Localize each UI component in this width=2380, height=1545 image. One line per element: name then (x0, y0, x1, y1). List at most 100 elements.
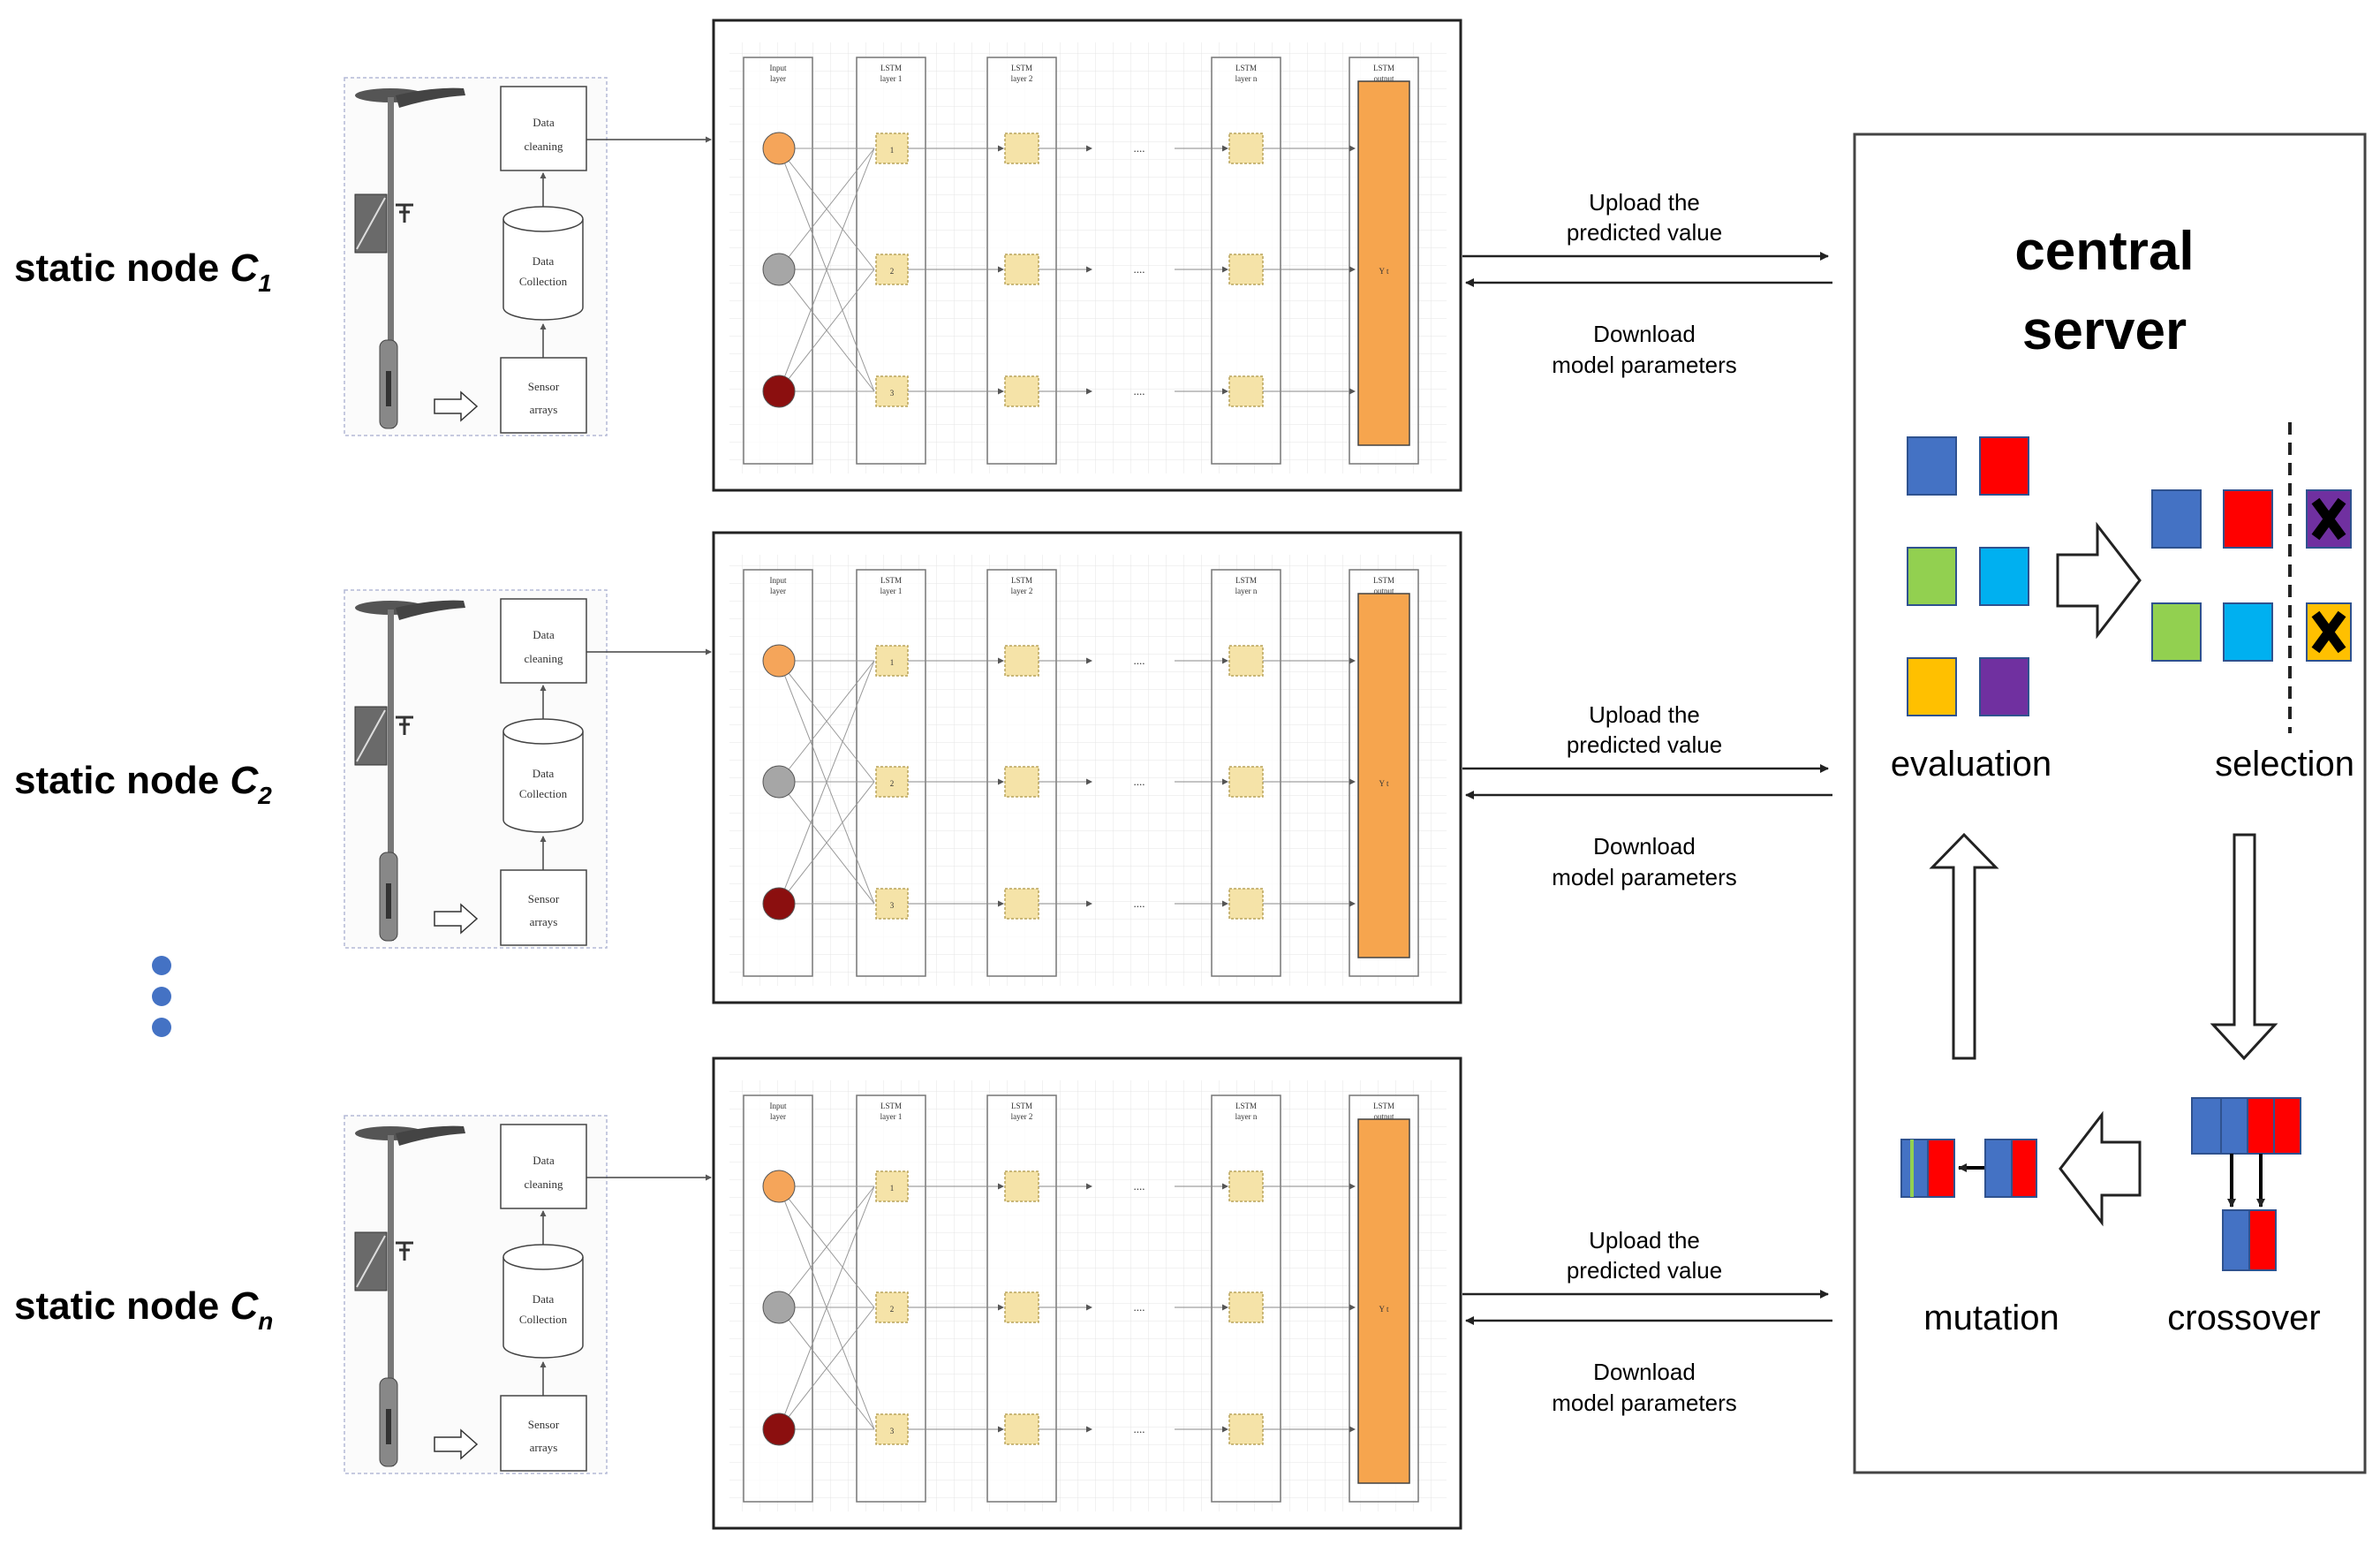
static-node-row-3: static node CnDatacleaningDataCollection… (14, 1057, 1832, 1530)
lstm-cell (875, 254, 909, 285)
svg-text:output: output (1373, 1112, 1394, 1121)
input-neuron (762, 765, 796, 799)
svg-text:predicted value: predicted value (1567, 1257, 1722, 1284)
lstm-cell (1228, 766, 1264, 798)
hollow-right-arrow-icon (434, 1428, 479, 1460)
svg-text:....: .... (1134, 654, 1145, 667)
svg-text:LSTM: LSTM (1373, 1102, 1394, 1110)
svg-text:....: .... (1134, 897, 1145, 910)
data-collection-label: Data (533, 254, 555, 268)
svg-text:Input: Input (770, 64, 787, 72)
input-neuron (762, 253, 796, 286)
mutation-label: mutation (1923, 1299, 2059, 1337)
svg-text:cleaning: cleaning (524, 1178, 563, 1191)
svg-text:....: .... (1134, 1179, 1145, 1193)
input-neuron (762, 375, 796, 408)
lstm-cell (875, 375, 909, 407)
lstm-output-block (1357, 1118, 1410, 1484)
svg-text:2: 2 (890, 267, 895, 276)
lstm-cell (1004, 375, 1039, 407)
input-neuron (762, 644, 796, 678)
svg-text:arrays: arrays (530, 915, 558, 928)
svg-text:layer: layer (770, 587, 786, 595)
svg-text:arrays: arrays (530, 403, 558, 416)
server-title-line2: server (2022, 300, 2187, 361)
lstm-cell (1004, 1291, 1039, 1323)
selection-label: selection (2215, 745, 2354, 784)
svg-text:model parameters: model parameters (1552, 352, 1737, 378)
data-cleaning-label: Data (533, 628, 555, 641)
svg-text:arrays: arrays (530, 1441, 558, 1454)
svg-text:Input: Input (770, 576, 787, 585)
lstm-cell (875, 766, 909, 798)
static-node-label: static node C1 (14, 246, 272, 297)
svg-text:layer 2: layer 2 (1011, 74, 1033, 83)
lstm-cell (1004, 888, 1039, 920)
static-node-row-1: static node C1DatacleaningDataCollection… (14, 19, 1832, 492)
download-label: Download (1593, 321, 1696, 347)
evaluation-label: evaluation (1891, 745, 2051, 784)
upload-label: Upload the (1589, 189, 1700, 216)
svg-text:2: 2 (890, 779, 895, 788)
static-node-label: static node C2 (14, 759, 272, 809)
sensor-arrays-label: Sensor (528, 892, 560, 905)
lstm-cell (1228, 888, 1264, 920)
sensor-arrays-label: Sensor (528, 380, 560, 393)
lstm-cell (1004, 766, 1039, 798)
upload-label: Upload the (1589, 1227, 1700, 1253)
hollow-right-arrow-icon (434, 903, 479, 935)
svg-text:Y t: Y t (1379, 779, 1389, 788)
svg-text:....: .... (1134, 775, 1145, 788)
hollow-up-arrow-icon (1929, 832, 1999, 1060)
lstm-cell (875, 888, 909, 920)
svg-text:Collection: Collection (519, 275, 568, 288)
svg-text:model parameters: model parameters (1552, 1390, 1737, 1416)
svg-text:2: 2 (890, 1305, 895, 1314)
svg-text:output: output (1373, 587, 1394, 595)
svg-text:Collection: Collection (519, 1313, 568, 1326)
street-lamp-sensor-icon (354, 600, 465, 942)
selection-population (2151, 422, 2352, 733)
input-neuron (762, 887, 796, 920)
data-collection-label: Data (533, 767, 555, 780)
street-lamp-sensor-icon (354, 87, 465, 429)
input-neuron (762, 132, 796, 165)
svg-text:LSTM: LSTM (1235, 64, 1257, 72)
lstm-output-block (1357, 80, 1410, 446)
svg-text:cleaning: cleaning (524, 652, 563, 665)
lstm-cell (1228, 645, 1264, 677)
svg-text:layer n: layer n (1235, 1112, 1258, 1121)
svg-text:layer 2: layer 2 (1011, 1112, 1033, 1121)
crossover-label: crossover (2167, 1299, 2320, 1337)
svg-text:Input: Input (770, 1102, 787, 1110)
hollow-left-arrow-icon (2059, 1110, 2142, 1227)
lstm-cell (1228, 133, 1264, 164)
svg-text:....: .... (1134, 1422, 1145, 1435)
svg-text:1: 1 (890, 658, 895, 667)
lstm-cell (1228, 1170, 1264, 1202)
central-server-panel: central server evaluation (1853, 133, 2367, 1474)
svg-text:layer: layer (770, 74, 786, 83)
lstm-cell (875, 1291, 909, 1323)
svg-text:LSTM: LSTM (1011, 576, 1032, 585)
lstm-cell (1228, 254, 1264, 285)
svg-text:LSTM: LSTM (1235, 576, 1257, 585)
svg-text:LSTM: LSTM (1011, 1102, 1032, 1110)
street-lamp-sensor-icon (354, 1125, 465, 1467)
vertical-ellipsis (152, 956, 171, 1037)
svg-text:output: output (1373, 74, 1394, 83)
input-neuron (762, 1291, 796, 1324)
input-neuron (762, 1412, 796, 1446)
svg-text:layer 1: layer 1 (880, 74, 903, 83)
svg-text:layer 1: layer 1 (880, 587, 903, 595)
svg-text:LSTM: LSTM (1235, 1102, 1257, 1110)
upload-label: Upload the (1589, 701, 1700, 728)
svg-text:Y t: Y t (1379, 267, 1389, 276)
hollow-right-arrow-icon (2056, 521, 2142, 640)
